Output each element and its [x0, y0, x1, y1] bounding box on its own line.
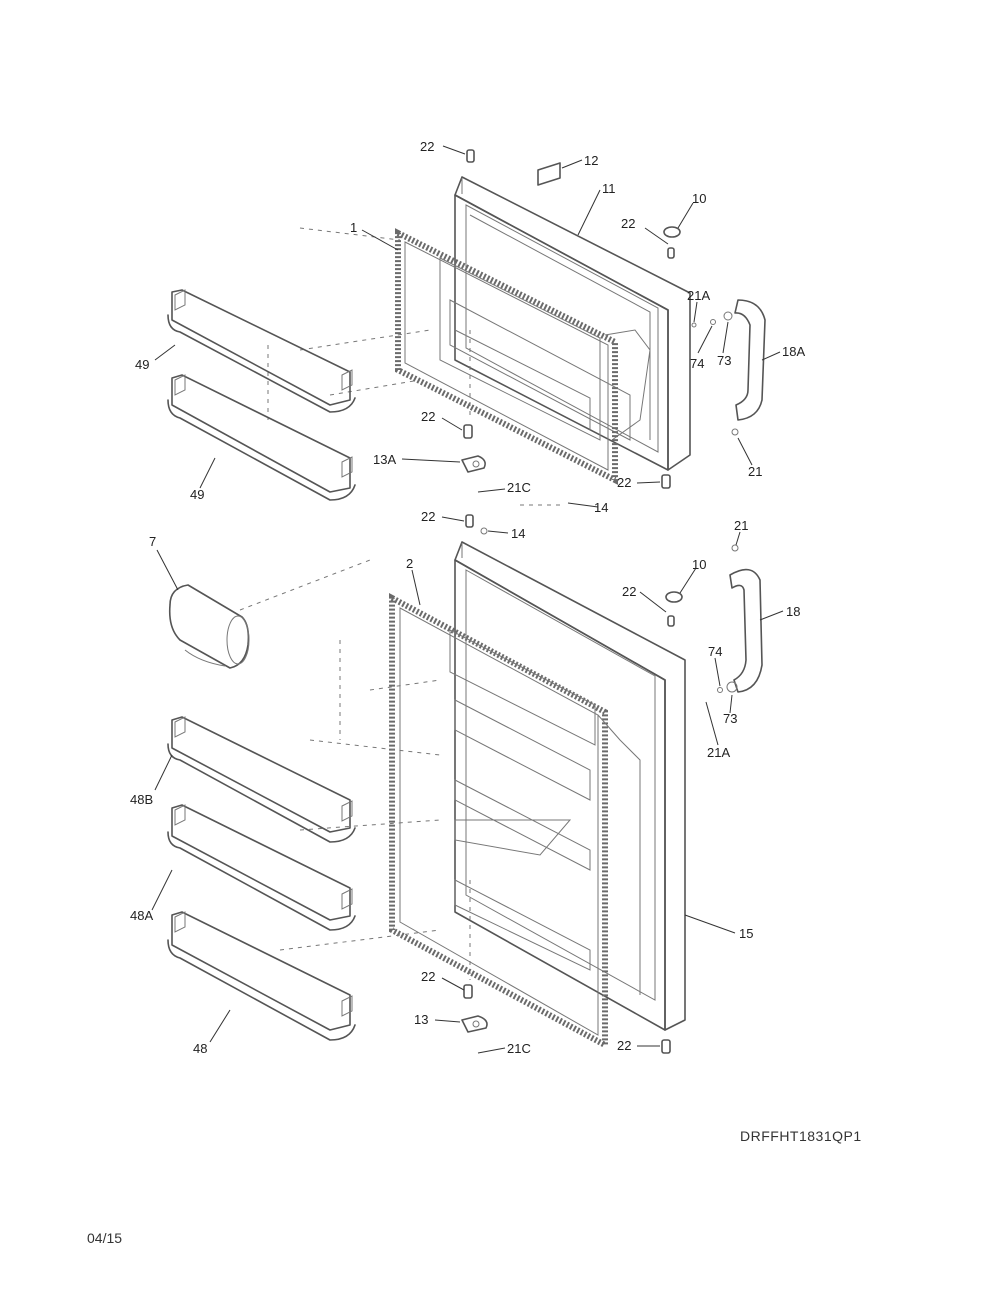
callout-73: 73: [723, 711, 737, 726]
callout-12: 12: [584, 153, 598, 168]
callout-21a: 21A: [707, 745, 730, 760]
callout-21: 21: [748, 464, 762, 479]
callout-73: 73: [717, 353, 731, 368]
freezer-door-shelf-upper: [167, 289, 356, 413]
callout-14: 14: [594, 500, 608, 515]
callout-49: 49: [135, 357, 149, 372]
callout-22: 22: [421, 509, 435, 524]
callout-10: 10: [692, 191, 706, 206]
diagram-code: DRFFHT1831QP1: [740, 1128, 862, 1144]
callout-48b: 48B: [130, 792, 153, 807]
callout-13a: 13A: [373, 452, 396, 467]
callout-22: 22: [622, 584, 636, 599]
freezer-door-handle: [734, 299, 766, 421]
callout-22: 22: [617, 1038, 631, 1053]
freezer-gasket: [395, 228, 618, 485]
door-shelf-48a: [167, 804, 356, 931]
callout-2: 2: [406, 556, 413, 571]
door-shelf-48: [167, 911, 356, 1041]
callout-21c: 21C: [507, 1041, 531, 1056]
callout-21a: 21A: [687, 288, 710, 303]
callout-48: 48: [193, 1041, 207, 1056]
freezer-door-outer-panel: [449, 176, 691, 471]
callout-22: 22: [421, 409, 435, 424]
callout-18a: 18A: [782, 344, 805, 359]
page-date: 04/15: [87, 1230, 123, 1246]
callout-74: 74: [708, 644, 722, 659]
fresh-food-door-assembly: [167, 514, 763, 1054]
callout-22: 22: [421, 969, 435, 984]
callout-7: 7: [149, 534, 156, 549]
fresh-food-door-outer-panel: [454, 541, 686, 1031]
freezer-door-assembly: [167, 149, 766, 506]
callout-22: 22: [420, 139, 434, 154]
callout-14: 14: [511, 526, 525, 541]
callout-48a: 48A: [130, 908, 153, 923]
callout-22: 22: [621, 216, 635, 231]
freezer-door-shelf-lower: [167, 374, 356, 501]
callout-1: 1: [350, 220, 357, 235]
callout-74: 74: [690, 356, 704, 371]
door-shelf-48b: [167, 716, 356, 843]
callout-labels: 22 12 11 10 22 1 21A 74 73 18A 49 22 13A…: [130, 139, 805, 1056]
fresh-food-door-handle: [729, 568, 763, 693]
dairy-bin: [168, 584, 250, 669]
callout-10: 10: [692, 557, 706, 572]
callout-18: 18: [786, 604, 800, 619]
callout-49: 49: [190, 487, 204, 502]
callout-11: 11: [602, 181, 616, 196]
leader-lines: [151, 145, 784, 1054]
callout-22: 22: [617, 475, 631, 490]
callout-21c: 21C: [507, 480, 531, 495]
callout-13: 13: [414, 1012, 428, 1027]
callout-15: 15: [739, 926, 753, 941]
callout-21: 21: [734, 518, 748, 533]
